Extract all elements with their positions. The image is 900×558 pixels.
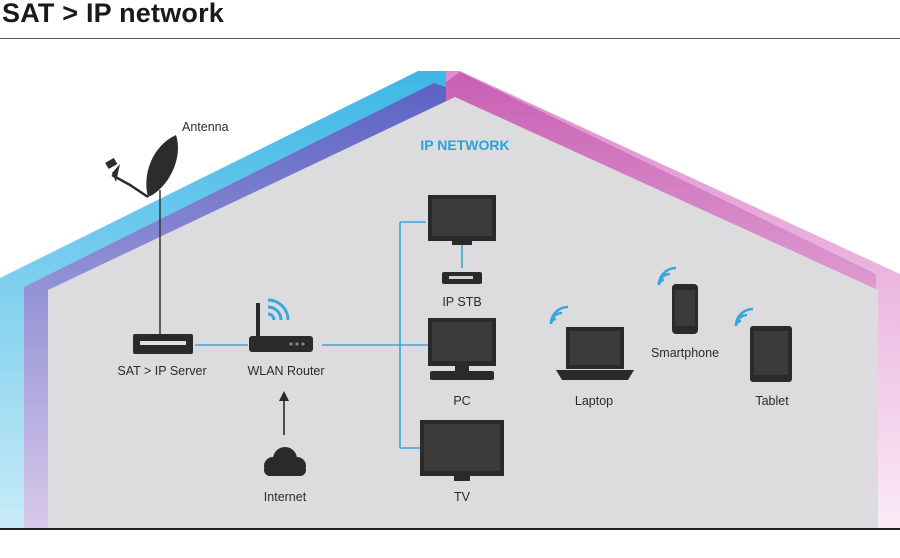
network-links <box>195 221 463 449</box>
tablet-wifi-icon <box>734 307 754 327</box>
sat-ip-server-label: SAT > IP Server <box>117 364 206 378</box>
arrow-up-icon <box>279 391 289 435</box>
smartphone-icon <box>672 284 698 334</box>
ground-line <box>0 528 900 530</box>
laptop-label: Laptop <box>575 394 613 408</box>
cloud-icon <box>264 447 306 476</box>
laptop-wifi-icon <box>549 305 569 325</box>
ip-stb-icon <box>442 272 482 284</box>
tablet-label: Tablet <box>755 394 789 408</box>
laptop-icon <box>556 327 634 380</box>
antenna-label: Antenna <box>182 120 229 134</box>
wlan-router-label: WLAN Router <box>247 364 324 378</box>
house-outline <box>0 71 900 528</box>
satellite-dish-icon <box>105 135 178 199</box>
monitor-icon <box>428 195 496 245</box>
network-label: IP NETWORK <box>420 137 509 153</box>
smartphone-wifi-icon <box>657 266 677 286</box>
title-divider <box>0 38 900 39</box>
tv-icon <box>420 420 504 481</box>
pc-monitor-icon <box>428 318 496 380</box>
house-interior <box>48 97 878 528</box>
tv-label: TV <box>454 490 471 504</box>
internet-label: Internet <box>264 490 307 504</box>
tablet-icon <box>750 326 792 382</box>
page-title: SAT > IP network <box>2 0 225 28</box>
pc-label: PC <box>453 394 470 408</box>
sat-ip-server-icon <box>133 334 193 354</box>
smartphone-label: Smartphone <box>651 346 719 360</box>
ip-stb-label: IP STB <box>442 295 481 309</box>
wlan-router-icon <box>249 303 313 352</box>
router-wifi-icon <box>267 298 290 321</box>
